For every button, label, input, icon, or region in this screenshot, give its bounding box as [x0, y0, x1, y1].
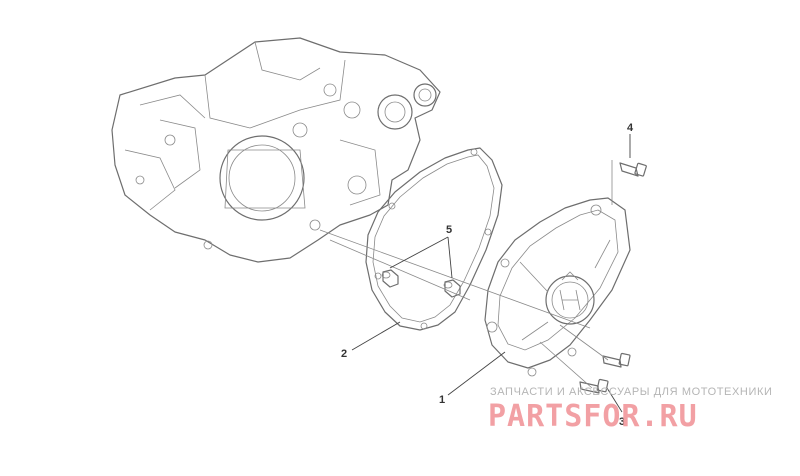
screw-4-drawing	[619, 162, 647, 177]
callout-5: 5	[446, 224, 452, 236]
callout-1: 1	[439, 394, 445, 406]
dowel-pins-drawing	[381, 269, 461, 298]
ignition-cover-drawing	[484, 197, 631, 377]
callout-4: 4	[627, 122, 634, 134]
assembly-lines	[319, 160, 613, 389]
crankcase-drawing	[111, 37, 441, 263]
gasket-drawing	[365, 147, 503, 331]
watermark-brand: PARTSFOR.RU	[488, 399, 698, 434]
screws-3-drawing	[579, 352, 631, 394]
leader-lines	[351, 134, 631, 413]
callout-3: 3	[619, 416, 625, 428]
callout-2: 2	[341, 348, 347, 360]
watermark-tagline: ЗАПЧАСТИ И АКСЕССУАРЫ ДЛЯ МОТОТЕХНИКИ	[490, 386, 772, 398]
